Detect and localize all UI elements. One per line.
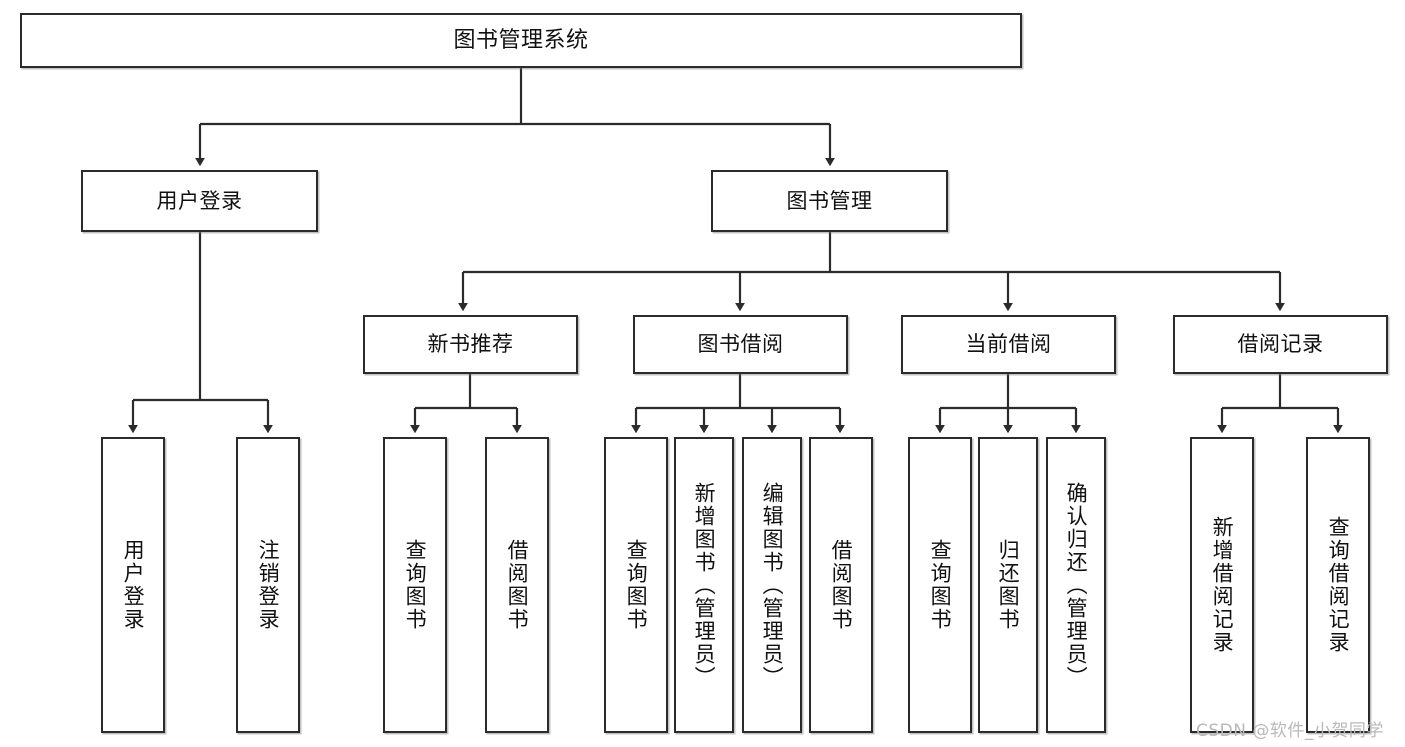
node-leaf-edit-book-label: 编辑图书（管理员） [760,481,785,689]
node-leaf-return-book-label: 归还图书 [996,539,1021,631]
node-leaf-borrow-book-recommend[interactable]: 借阅图书 [485,437,549,733]
node-root-label: 图书管理系统 [453,27,589,53]
node-leaf-return-book[interactable]: 归还图书 [978,437,1038,733]
node-leaf-query-book-current[interactable]: 查询图书 [908,437,972,733]
node-borrow-record[interactable]: 借阅记录 [1173,315,1388,374]
node-leaf-query-book-recommend[interactable]: 查询图书 [383,437,447,733]
node-leaf-confirm-return[interactable]: 确认归还（管理员） [1046,437,1106,733]
node-new-book-recommend-label: 新书推荐 [427,332,514,357]
node-user-login-label: 用户登录 [156,188,243,213]
node-leaf-borrow-book-recommend-label: 借阅图书 [505,539,530,631]
node-leaf-query-book-current-label: 查询图书 [928,539,953,631]
node-leaf-borrow-book[interactable]: 借阅图书 [809,437,873,733]
node-book-management[interactable]: 图书管理 [711,170,948,232]
node-current-borrow[interactable]: 当前借阅 [901,315,1116,374]
node-leaf-user-login[interactable]: 用户登录 [101,437,165,733]
node-borrow-record-label: 借阅记录 [1237,332,1324,357]
node-leaf-edit-book[interactable]: 编辑图书（管理员） [742,437,802,733]
node-leaf-borrow-book-label: 借阅图书 [829,539,854,631]
node-leaf-query-book-borrow[interactable]: 查询图书 [604,437,668,733]
node-user-login[interactable]: 用户登录 [81,170,318,232]
node-leaf-logout-label: 注销登录 [256,539,281,631]
node-leaf-add-borrow-record[interactable]: 新增借阅记录 [1190,437,1254,733]
node-leaf-add-book-label: 新增图书（管理员） [692,481,717,689]
node-book-borrow-label: 图书借阅 [697,332,784,357]
watermark-csdn: CSDN @软件_小贺同学 [1196,721,1384,741]
node-leaf-query-book-borrow-label: 查询图书 [624,539,649,631]
node-leaf-add-borrow-record-label: 新增借阅记录 [1210,516,1235,654]
node-root[interactable]: 图书管理系统 [20,13,1022,68]
node-leaf-confirm-return-label: 确认归还（管理员） [1064,481,1089,689]
node-current-borrow-label: 当前借阅 [965,332,1052,357]
node-leaf-query-borrow-record[interactable]: 查询借阅记录 [1306,437,1370,733]
node-leaf-add-book[interactable]: 新增图书（管理员） [674,437,734,733]
node-book-borrow[interactable]: 图书借阅 [633,315,848,374]
node-leaf-user-login-label: 用户登录 [121,539,146,631]
node-leaf-logout[interactable]: 注销登录 [236,437,300,733]
node-leaf-query-borrow-record-label: 查询借阅记录 [1326,516,1351,654]
node-new-book-recommend[interactable]: 新书推荐 [363,315,578,374]
node-book-management-label: 图书管理 [786,188,873,213]
node-leaf-query-book-recommend-label: 查询图书 [403,539,428,631]
